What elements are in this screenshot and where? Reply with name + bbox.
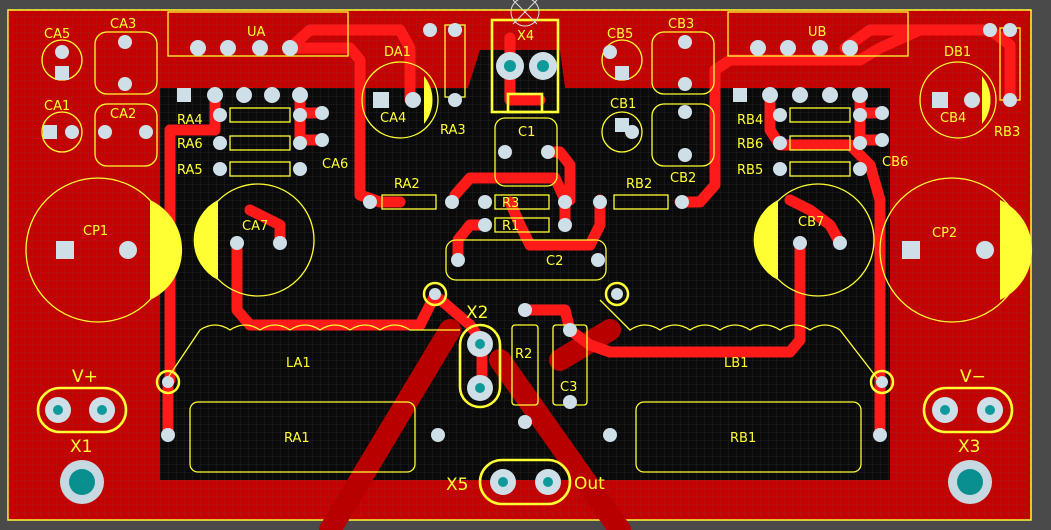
label-ra2: RA2 bbox=[394, 177, 420, 192]
origin-marker-icon bbox=[510, 0, 540, 27]
label-rb2: RB2 bbox=[626, 177, 652, 192]
label-cb2: CB2 bbox=[670, 171, 696, 186]
label-cb3: CB3 bbox=[668, 17, 694, 32]
silkscreen bbox=[25, 11, 1033, 506]
label-cp2: CP2 bbox=[932, 226, 957, 241]
label-ca4: CA4 bbox=[380, 111, 406, 126]
label-cb6: CB6 bbox=[882, 155, 908, 170]
label-cb7: CB7 bbox=[798, 215, 824, 230]
label-c3: C3 bbox=[560, 380, 577, 395]
label-r3: R3 bbox=[502, 196, 519, 211]
pads bbox=[43, 23, 1017, 504]
label-la1: LA1 bbox=[286, 356, 311, 371]
label-x3: X3 bbox=[958, 437, 980, 457]
label-x4: X4 bbox=[517, 29, 534, 44]
label-ca1: CA1 bbox=[44, 99, 70, 114]
label-ra6: RA6 bbox=[177, 137, 203, 152]
label-x5: X5 bbox=[446, 475, 468, 495]
label-rb6: RB6 bbox=[737, 137, 763, 152]
label-ub: UB bbox=[808, 25, 826, 40]
label-vplus: V+ bbox=[72, 367, 98, 387]
label-rb1: RB1 bbox=[730, 431, 756, 446]
label-ca3: CA3 bbox=[110, 17, 136, 32]
label-cp1: CP1 bbox=[83, 224, 108, 239]
label-c1: C1 bbox=[518, 125, 535, 140]
label-vminus: V− bbox=[960, 367, 986, 387]
label-r1: R1 bbox=[502, 219, 519, 234]
label-cb5: CB5 bbox=[607, 27, 633, 42]
label-ca5: CA5 bbox=[44, 27, 70, 42]
label-db1: DB1 bbox=[944, 45, 971, 60]
label-c2: C2 bbox=[546, 254, 563, 269]
label-ra5: RA5 bbox=[177, 163, 203, 178]
label-r2: R2 bbox=[515, 347, 532, 362]
label-rb4: RB4 bbox=[737, 113, 763, 128]
label-x1: X1 bbox=[70, 437, 92, 457]
component-labels: CA5 CA3 UA DA1 X4 CB5 CB3 UB DB1 CA1 CA2… bbox=[44, 17, 1020, 495]
label-da1: DA1 bbox=[384, 45, 411, 60]
label-cb1: CB1 bbox=[610, 97, 636, 112]
label-cb4: CB4 bbox=[940, 111, 966, 126]
label-rb3: RB3 bbox=[994, 125, 1020, 140]
label-lb1: LB1 bbox=[724, 356, 748, 371]
label-ra1: RA1 bbox=[284, 431, 310, 446]
label-ua: UA bbox=[247, 25, 266, 40]
label-x2: X2 bbox=[466, 303, 488, 323]
label-ra3: RA3 bbox=[440, 123, 466, 138]
label-ca2: CA2 bbox=[110, 107, 136, 122]
label-out: Out bbox=[574, 474, 605, 494]
label-rb5: RB5 bbox=[737, 163, 763, 178]
label-ca7: CA7 bbox=[242, 219, 268, 234]
label-ca6: CA6 bbox=[322, 157, 348, 172]
label-ra4: RA4 bbox=[177, 113, 203, 128]
